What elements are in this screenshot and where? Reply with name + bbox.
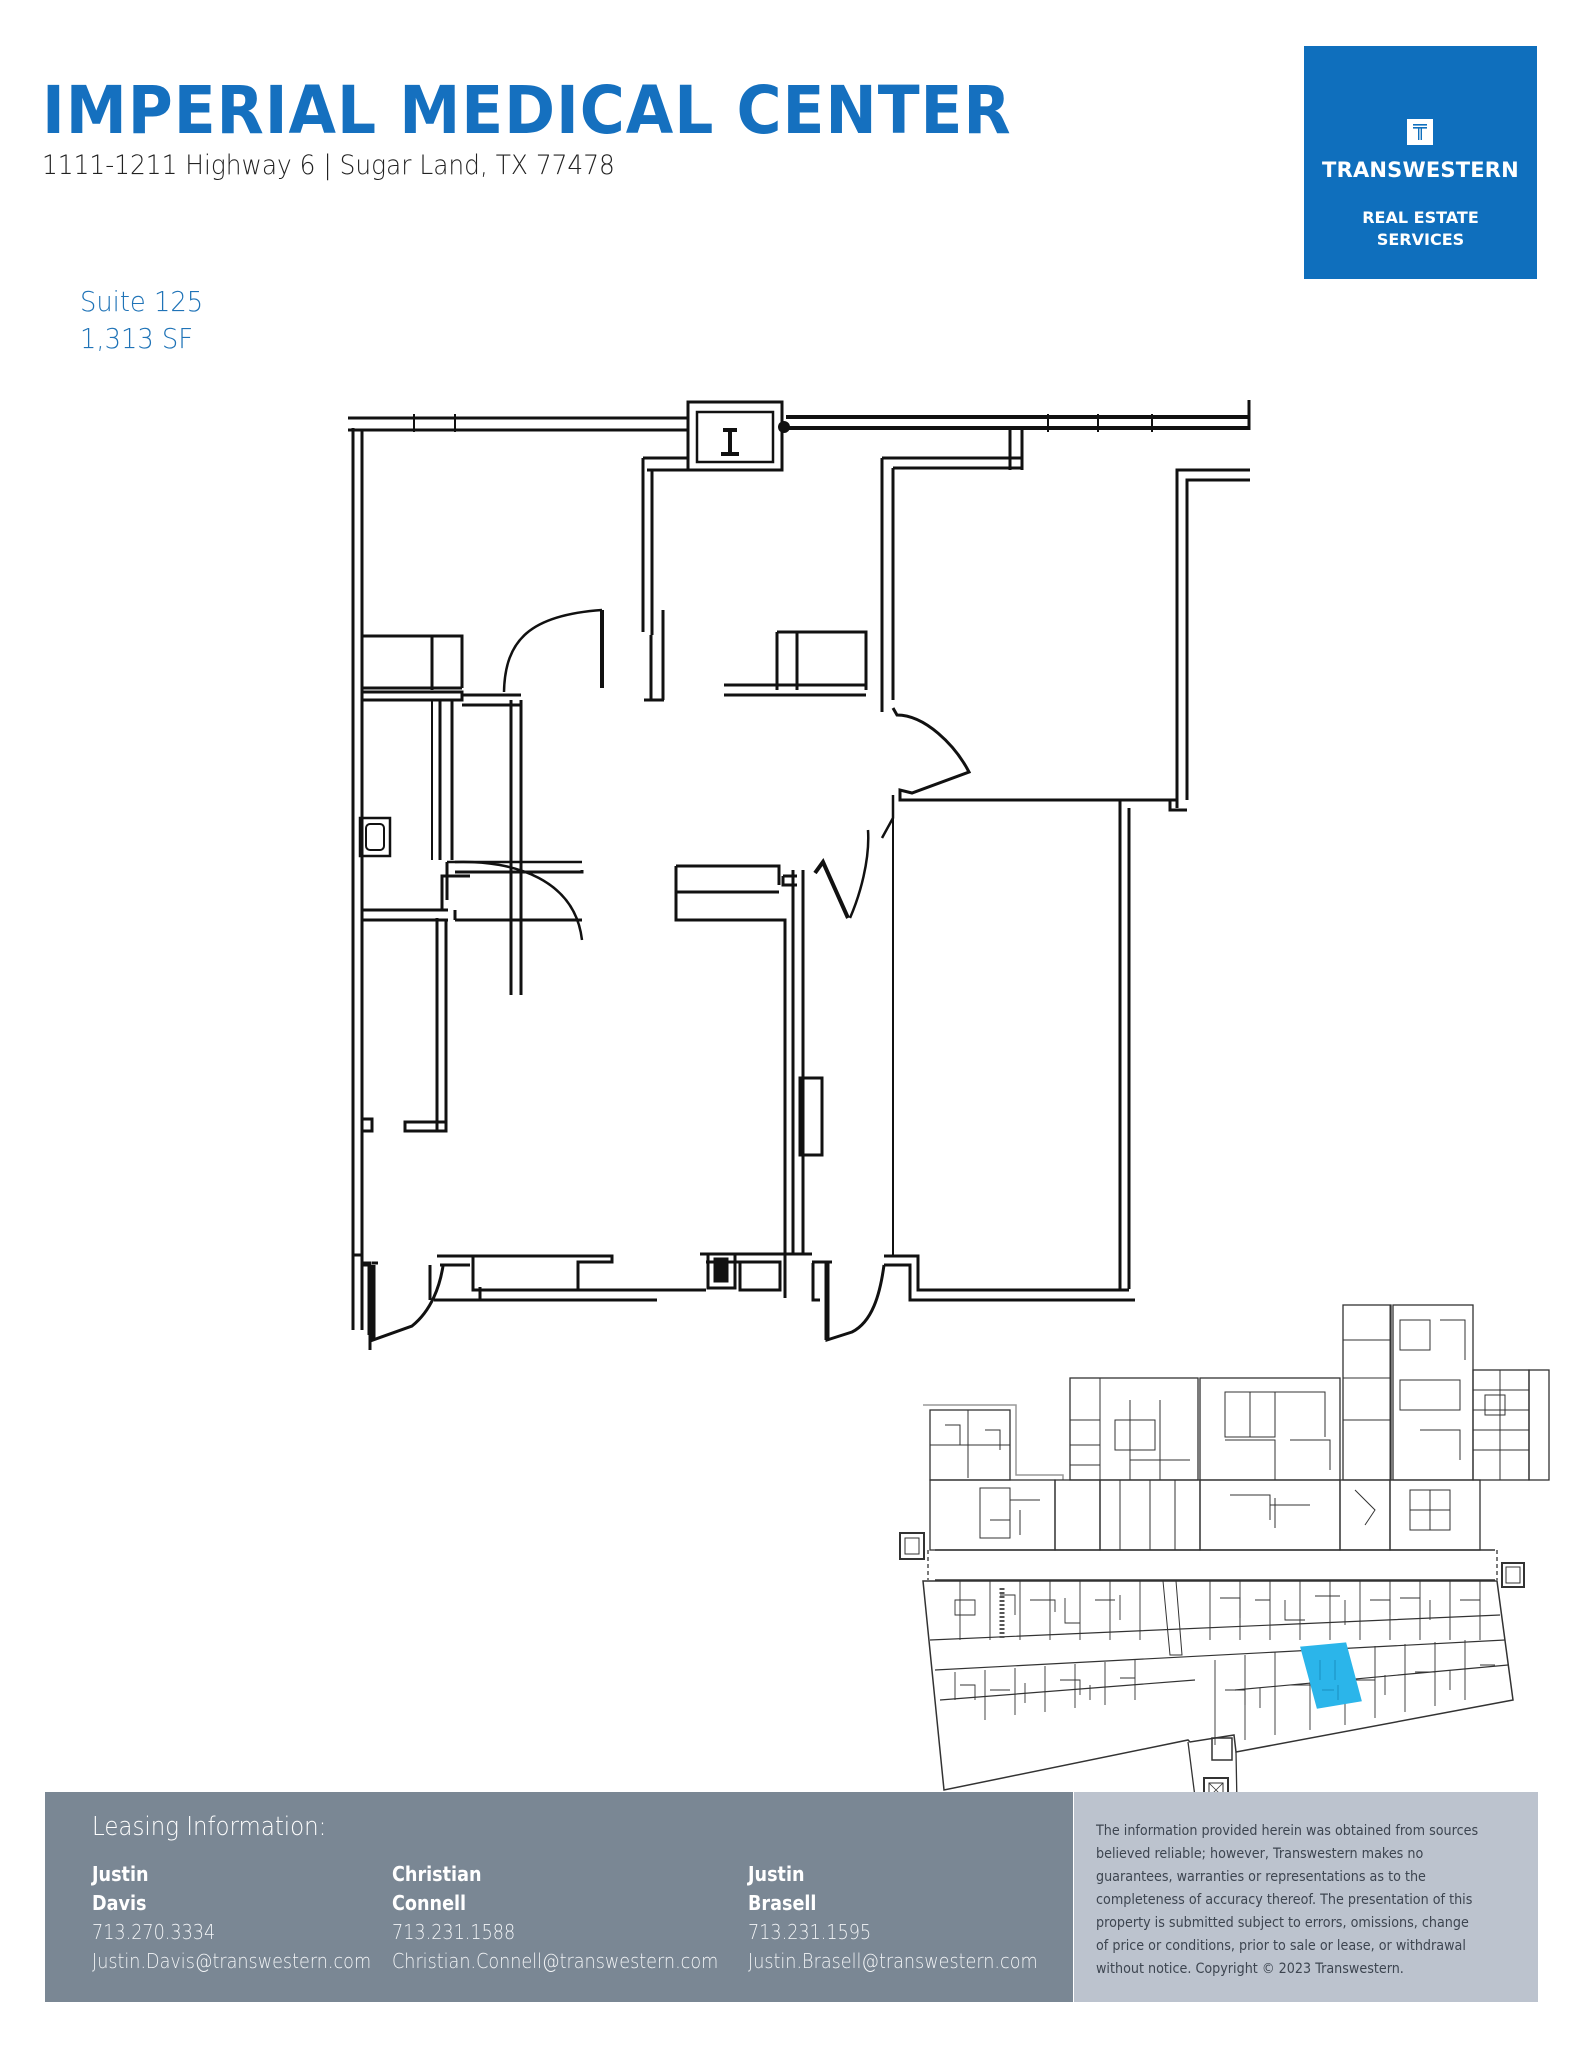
transwestern-t-icon — [1407, 119, 1433, 145]
contact-phone[interactable]: 713.231.1588 — [392, 1920, 516, 1944]
transwestern-logo[interactable]: TRANSWESTERN REAL ESTATE SERVICES — [1304, 46, 1537, 279]
contact-first-name: Christian — [392, 1862, 482, 1886]
disclaimer-text: The information provided herein was obta… — [1096, 1823, 1479, 1977]
contact-card: Justin Davis 713.270.3334 Justin.Davis@t… — [92, 1860, 371, 1976]
suite-info: Suite 125 1,313 SF — [80, 283, 203, 357]
contact-last-name: Davis — [92, 1891, 147, 1915]
contact-email[interactable]: Justin.Brasell@transwestern.com — [748, 1949, 1038, 1973]
leasing-info-panel: Leasing Information: Justin Davis 713.27… — [45, 1792, 1073, 2002]
contact-email[interactable]: Christian.Connell@transwestern.com — [392, 1949, 719, 1973]
disclaimer-panel: The information provided herein was obta… — [1074, 1792, 1538, 2002]
property-address: 1111-1211 Highway 6 | Sugar Land, TX 774… — [42, 150, 615, 181]
contact-first-name: Justin — [748, 1862, 805, 1886]
suite-area: 1,313 SF — [80, 322, 194, 355]
logo-tagline-line1: REAL ESTATE — [1362, 208, 1479, 227]
logo-tagline: REAL ESTATE SERVICES — [1304, 207, 1537, 251]
leasing-title: Leasing Information: — [92, 1812, 327, 1842]
logo-tagline-line2: SERVICES — [1376, 230, 1465, 249]
contact-phone[interactable]: 713.270.3334 — [92, 1920, 216, 1944]
contact-last-name: Brasell — [748, 1891, 817, 1915]
contact-email[interactable]: Justin.Davis@transwestern.com — [92, 1949, 372, 1973]
contact-last-name: Connell — [392, 1891, 467, 1915]
contact-phone[interactable]: 713.231.1595 — [748, 1920, 872, 1944]
suite-floor-plan — [348, 400, 1251, 1350]
contact-card: Christian Connell 713.231.1588 Christian… — [392, 1860, 718, 1976]
page-title: IMPERIAL MEDICAL CENTER — [42, 72, 1012, 149]
highlighted-suite — [1300, 1642, 1362, 1709]
contact-first-name: Justin — [92, 1862, 149, 1886]
logo-wordmark: TRANSWESTERN — [1322, 158, 1519, 182]
suite-name: Suite 125 — [80, 285, 204, 318]
contact-card: Justin Brasell 713.231.1595 Justin.Brase… — [748, 1860, 1038, 1976]
leasing-footer: Leasing Information: Justin Davis 713.27… — [45, 1792, 1538, 2002]
